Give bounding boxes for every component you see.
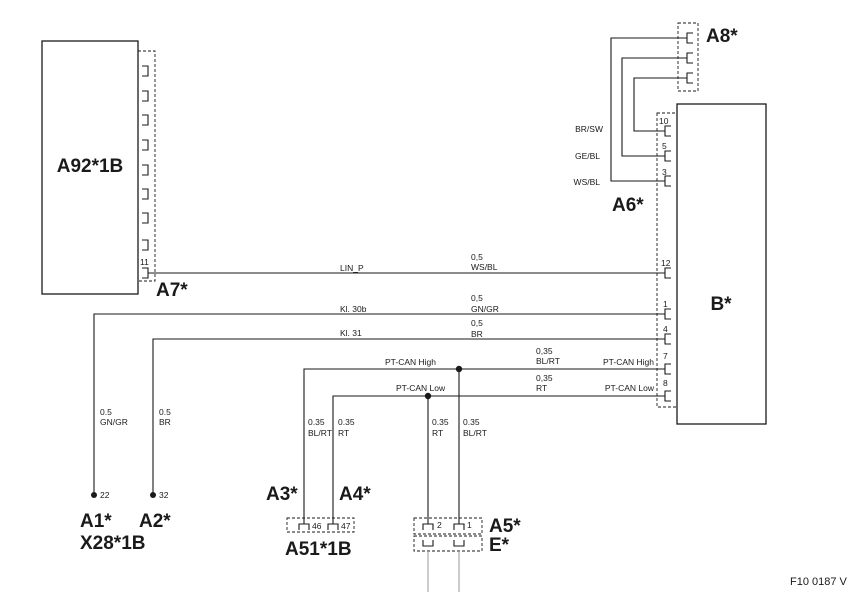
a1-wire-color: GN/GR	[100, 417, 128, 427]
a4-pin-number: 47	[341, 521, 351, 531]
wire-color-pin10: BR/SW	[575, 124, 603, 134]
pin-e-2	[422, 540, 434, 547]
kl31-size: 0,5	[471, 318, 483, 328]
connector-a8	[677, 22, 699, 92]
wire-color-pin5: GE/BL	[575, 151, 600, 161]
a2-wire-size: 0.5	[159, 407, 171, 417]
kl30b-color: GN/GR	[471, 304, 499, 314]
pin-number-10: 10	[659, 116, 669, 126]
kl31-color: BR	[471, 329, 483, 339]
module-b	[676, 103, 767, 425]
connector-a5-label: A5*	[489, 516, 521, 537]
a92-pin-number: 11	[140, 257, 149, 267]
wire-a8-pin3	[610, 37, 687, 182]
a4-wire-size: 0.35	[338, 417, 355, 427]
pin-46	[298, 523, 310, 530]
pin-number-8: 8	[663, 378, 668, 388]
a2-pin-number: 32	[159, 490, 169, 500]
pin-a5-2	[422, 523, 434, 530]
a5-low-pin-number: 2	[437, 520, 442, 530]
module-a92	[41, 40, 139, 295]
pin-number-1: 1	[663, 299, 668, 309]
connector-a7-label: A7*	[156, 280, 188, 301]
connector-a7-pins	[142, 65, 149, 279]
connector-x28-label: X28*1B	[80, 533, 146, 554]
splice-can-high	[455, 365, 463, 373]
wire-color-pin3: WS/BL	[574, 177, 601, 187]
connector-a51	[286, 517, 355, 533]
can-low-left-label: PT-CAN Low	[396, 383, 446, 393]
connector-a4-label: A4*	[339, 484, 371, 505]
kl31-signal: Kl. 31	[340, 328, 362, 338]
connector-a7	[137, 50, 156, 282]
a3-wire-color: BL/RT	[308, 428, 332, 438]
connector-a1-label: A1*	[80, 511, 112, 532]
can-low-size: 0,35	[536, 373, 553, 383]
wire-a8-pin10	[633, 77, 687, 132]
connector-a51-label: A51*1B	[285, 539, 352, 560]
connector-e	[413, 535, 483, 552]
terminal-a1	[91, 492, 97, 498]
can-high-size: 0,35	[536, 346, 553, 356]
splice-can-low	[424, 392, 432, 400]
a1-wire-size: 0.5	[100, 407, 112, 417]
can-low-right-label: PT-CAN Low	[605, 383, 655, 393]
kl30b-signal: Kl. 30b	[340, 304, 367, 314]
lin-color: WS/BL	[471, 262, 498, 272]
connector-a8-label: A8*	[706, 26, 738, 47]
module-a92-label: A92*1B	[57, 156, 124, 177]
connector-a5	[413, 517, 483, 535]
figure-id: F10 0187 V	[790, 576, 848, 588]
pin-number-5: 5	[662, 141, 667, 151]
pin-47	[327, 523, 339, 530]
a2-wire-color: BR	[159, 417, 171, 427]
pin-number-7: 7	[663, 351, 668, 361]
a5-low-wire-color: RT	[432, 428, 443, 438]
a1-pin-number: 22	[100, 490, 110, 500]
wire-kl30b	[93, 313, 665, 495]
pin-number-3: 3	[662, 167, 667, 177]
a5-low-wire-size: 0.35	[432, 417, 449, 427]
lin-signal: LIN_P	[340, 263, 364, 273]
wire-can-high	[303, 368, 665, 524]
a3-pin-number: 46	[312, 521, 322, 531]
a5-high-pin-number: 1	[467, 520, 472, 530]
a3-wire-size: 0.35	[308, 417, 325, 427]
lin-size: 0,5	[471, 252, 483, 262]
connector-a6-label: A6*	[612, 195, 644, 216]
can-high-right-label: PT-CAN High	[603, 357, 654, 367]
pin-number-4: 4	[663, 324, 668, 334]
can-high-left-label: PT-CAN High	[385, 357, 436, 367]
wire-kl31	[152, 338, 665, 495]
can-low-color: RT	[536, 383, 547, 393]
connector-b	[656, 112, 678, 408]
can-high-color: BL/RT	[536, 356, 560, 366]
connector-e-label: E*	[489, 535, 510, 556]
module-b-label: B*	[710, 294, 732, 315]
connector-a8-pins	[686, 32, 693, 84]
wire-a8-pin5	[621, 57, 687, 157]
pin-number-12: 12	[661, 258, 671, 268]
wire-can-low	[332, 395, 665, 524]
kl30b-size: 0,5	[471, 293, 483, 303]
connector-a2-label: A2*	[139, 511, 171, 532]
connector-a3-label: A3*	[266, 484, 298, 505]
pin-a5-1	[453, 523, 465, 530]
a4-wire-color: RT	[338, 428, 349, 438]
pin-e-1	[453, 540, 465, 547]
terminal-a2	[150, 492, 156, 498]
a5-high-wire-size: 0.35	[463, 417, 480, 427]
a5-high-wire-color: BL/RT	[463, 428, 487, 438]
